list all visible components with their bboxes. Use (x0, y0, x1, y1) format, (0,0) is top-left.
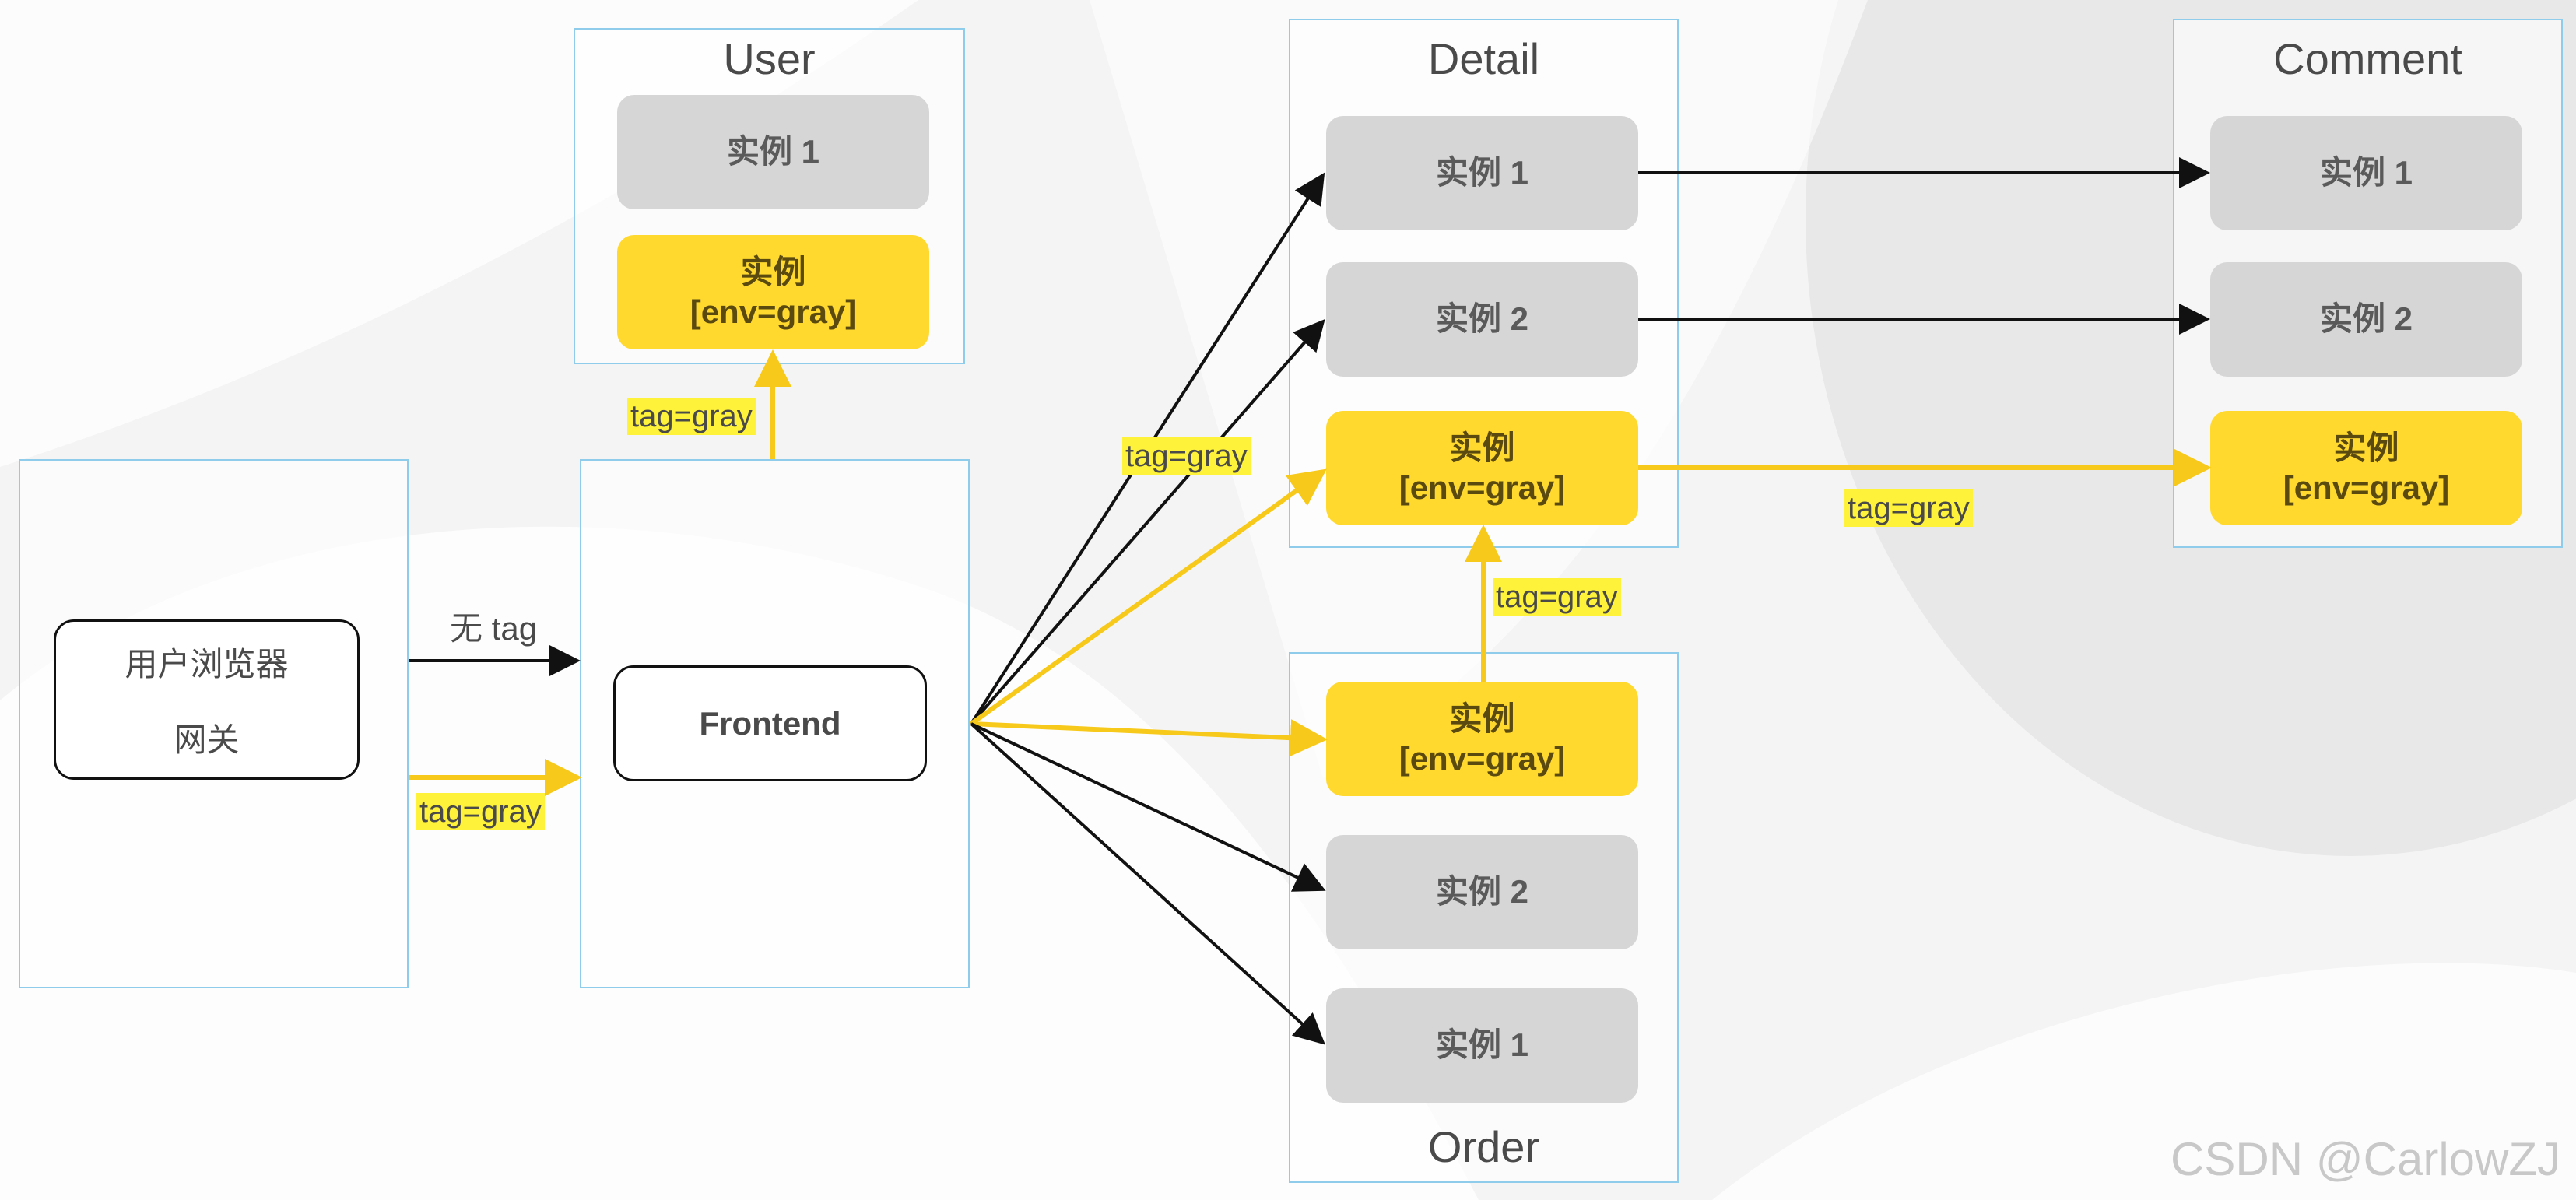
no-tag-label: 无 tag (450, 610, 538, 647)
tag-gray-detail-label: tag=gray (1122, 437, 1251, 475)
comment-gray-instance-env: [env=gray] (2283, 468, 2450, 506)
tag-gray-comment-label: tag=gray (1844, 489, 1973, 527)
tag-gray-gateway-label: tag=gray (416, 793, 545, 830)
order-instance-2[interactable]: 实例 2 (1326, 835, 1638, 949)
comment-gray-instance[interactable]: 实例 [env=gray] (2210, 411, 2522, 525)
frontend-node[interactable]: Frontend (613, 665, 927, 781)
order-instance-1-label: 实例 1 (1435, 1026, 1529, 1064)
order-service-title: Order (1427, 1122, 1540, 1171)
comment-service-title: Comment (2273, 34, 2462, 83)
arrow-frontend-order-gray (970, 719, 1328, 757)
frontend-label: Frontend (699, 704, 841, 742)
user-instance-1[interactable]: 实例 1 (617, 95, 929, 209)
order-gray-instance-name: 实例 (1449, 700, 1515, 738)
detail-instance-2[interactable]: 实例 2 (1326, 262, 1638, 377)
order-instance-1[interactable]: 实例 1 (1326, 988, 1638, 1103)
detail-gray-instance[interactable]: 实例 [env=gray] (1326, 411, 1638, 525)
detail-service-title: Detail (1427, 34, 1540, 83)
order-gray-instance-env: [env=gray] (1399, 739, 1566, 777)
order-instance-2-label: 实例 2 (1435, 873, 1529, 911)
comment-instance-1-label: 实例 1 (2319, 154, 2413, 191)
comment-instance-2-label: 实例 2 (2319, 300, 2413, 338)
detail-gray-instance-name: 实例 (1449, 430, 1515, 467)
browser-label: 用户浏览器 (125, 646, 289, 682)
user-gray-instance[interactable]: 实例 [env=gray] (617, 235, 929, 349)
detail-instance-1[interactable]: 实例 1 (1326, 116, 1638, 230)
user-service-title: User (723, 34, 816, 83)
detail-gray-instance-env: [env=gray] (1399, 468, 1566, 506)
tag-gray-order-label: tag=gray (1493, 578, 1621, 616)
comment-instance-2[interactable]: 实例 2 (2210, 262, 2522, 377)
browser-gateway-node[interactable]: 用户浏览器 网关 (54, 619, 360, 780)
user-gray-instance-env: [env=gray] (690, 293, 857, 330)
detail-instance-1-label: 实例 1 (1435, 154, 1529, 191)
arrow-frontend-detail-gray (970, 468, 1327, 726)
user-gray-instance-name: 实例 (740, 254, 806, 291)
tag-gray-user-label: tag=gray (627, 398, 756, 435)
arrow-frontend-order-2 (970, 722, 1326, 892)
order-gray-instance[interactable]: 实例 [env=gray] (1326, 682, 1638, 796)
arrow-frontend-detail-2 (970, 318, 1325, 725)
arrow-frontend-order-1 (970, 722, 1325, 1045)
gateway-label: 网关 (174, 721, 240, 758)
csdn-watermark: CSDN @CarlowZJ (2171, 1133, 2560, 1185)
comment-gray-instance-name: 实例 (2333, 430, 2399, 467)
user-instance-1-label: 实例 1 (726, 133, 820, 170)
detail-instance-2-label: 实例 2 (1435, 300, 1529, 338)
comment-instance-1[interactable]: 实例 1 (2210, 116, 2522, 230)
